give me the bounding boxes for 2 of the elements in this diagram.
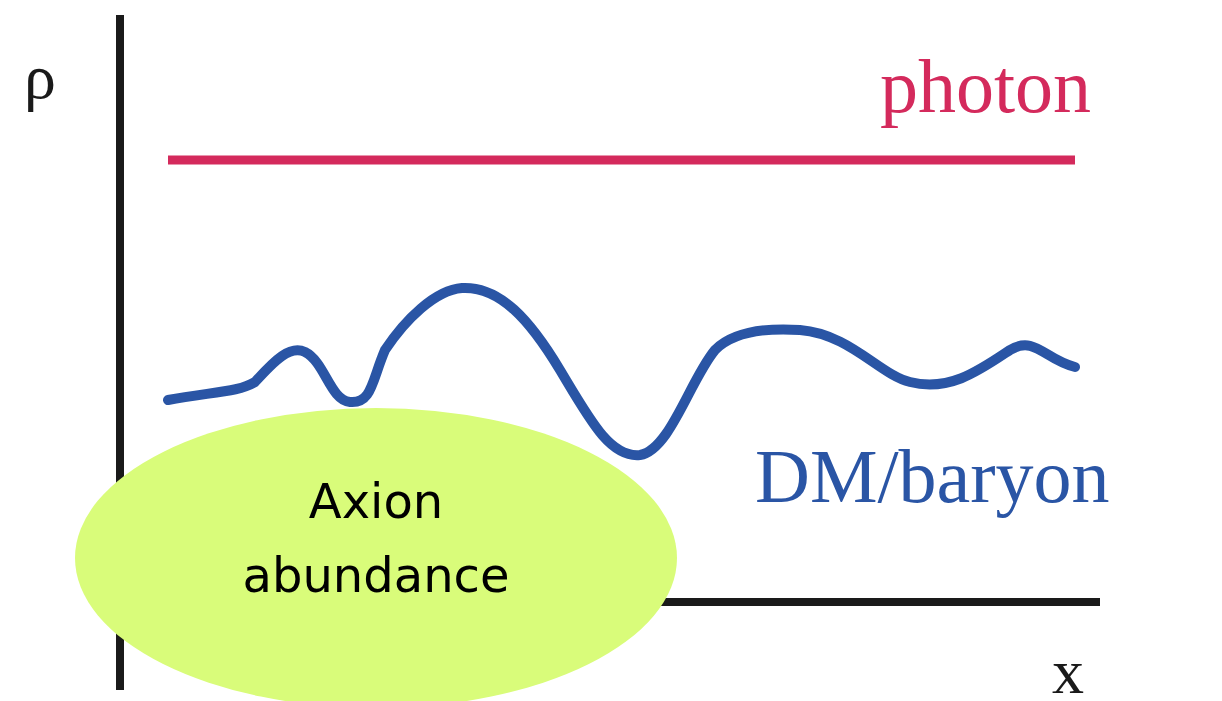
node-label: Axion abundance <box>241 471 511 605</box>
axis-label: x <box>1052 640 1084 701</box>
